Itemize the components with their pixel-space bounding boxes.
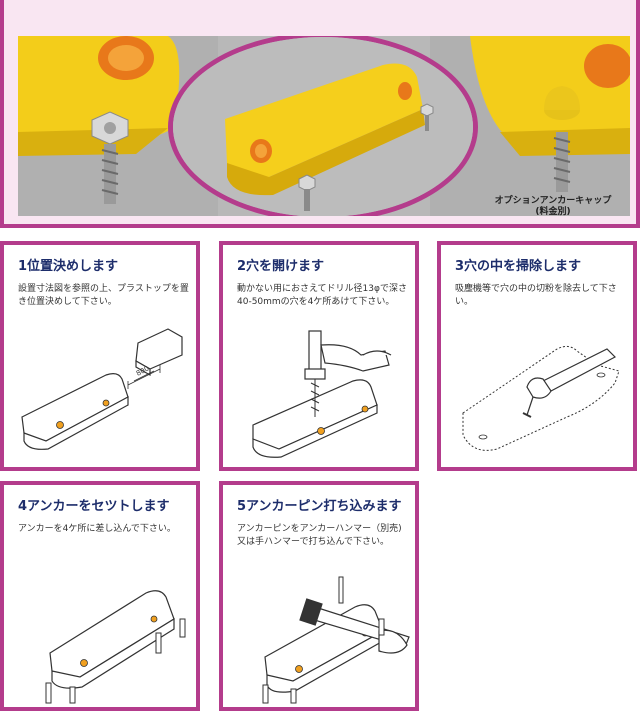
step-2-illustration	[252, 330, 392, 458]
product-illustration	[173, 37, 473, 216]
photo-product-oval	[168, 36, 478, 216]
anchor-cap-caption: オプションアンカーキャップ (料金別)	[473, 196, 630, 216]
step-4-illustration	[45, 590, 186, 704]
step-3-illustration	[462, 345, 620, 451]
product-banner: オプションアンカーキャップ (料金別)	[0, 0, 640, 228]
step-1-illustration: 800	[21, 328, 183, 450]
caption-line-2: (料金別)	[535, 207, 571, 216]
anchor-cap-illustration	[430, 36, 630, 216]
step-description: 動かない用におさえてドリル径13φで深さ40-50mmの穴を4ケ所あけて下さい。	[237, 284, 407, 307]
step-title: 2穴を開けます	[237, 259, 325, 274]
step-title: 5アンカーピン打ち込みます	[237, 499, 402, 514]
step-card-3: 3穴の中を掃除します 吸塵機等で穴の中の切粉を除去して下さい。	[437, 241, 637, 471]
step-description: 設置寸法図を参照の上、プラストップを置き位置決めして下さい。	[18, 284, 189, 307]
step-description: アンカーピンをアンカーハンマー（別売)又は手ハンマーで打ち込んで下さい。	[237, 524, 402, 547]
product-photos: オプションアンカーキャップ (料金別)	[18, 36, 630, 216]
step-description: 吸塵機等で穴の中の切粉を除去して下さい。	[455, 284, 617, 307]
step-card-2: 2穴を開けます 動かない用におさえてドリル径13φで深さ40-50mmの穴を4ケ…	[219, 241, 419, 471]
step-title: 1位置決めします	[18, 259, 119, 274]
step-5-illustration	[262, 576, 410, 704]
step-title: 4アンカーをセツトします	[18, 499, 170, 514]
step-title: 3穴の中を掃除します	[455, 259, 582, 274]
step-card-4: 4アンカーをセツトします アンカーを4ケ所に差し込んで下さい。	[0, 481, 200, 711]
step-card-5: 5アンカーピン打ち込みます アンカーピンをアンカーハンマー（別売)又は手ハンマー…	[219, 481, 419, 711]
step-card-1: 1位置決めします 設置寸法図を参照の上、プラストップを置き位置決めして下さい。 …	[0, 241, 200, 471]
step-description: アンカーを4ケ所に差し込んで下さい。	[18, 524, 176, 534]
caption-line-1: オプションアンカーキャップ	[494, 196, 612, 206]
photo-anchor-cap-closeup	[430, 36, 630, 216]
